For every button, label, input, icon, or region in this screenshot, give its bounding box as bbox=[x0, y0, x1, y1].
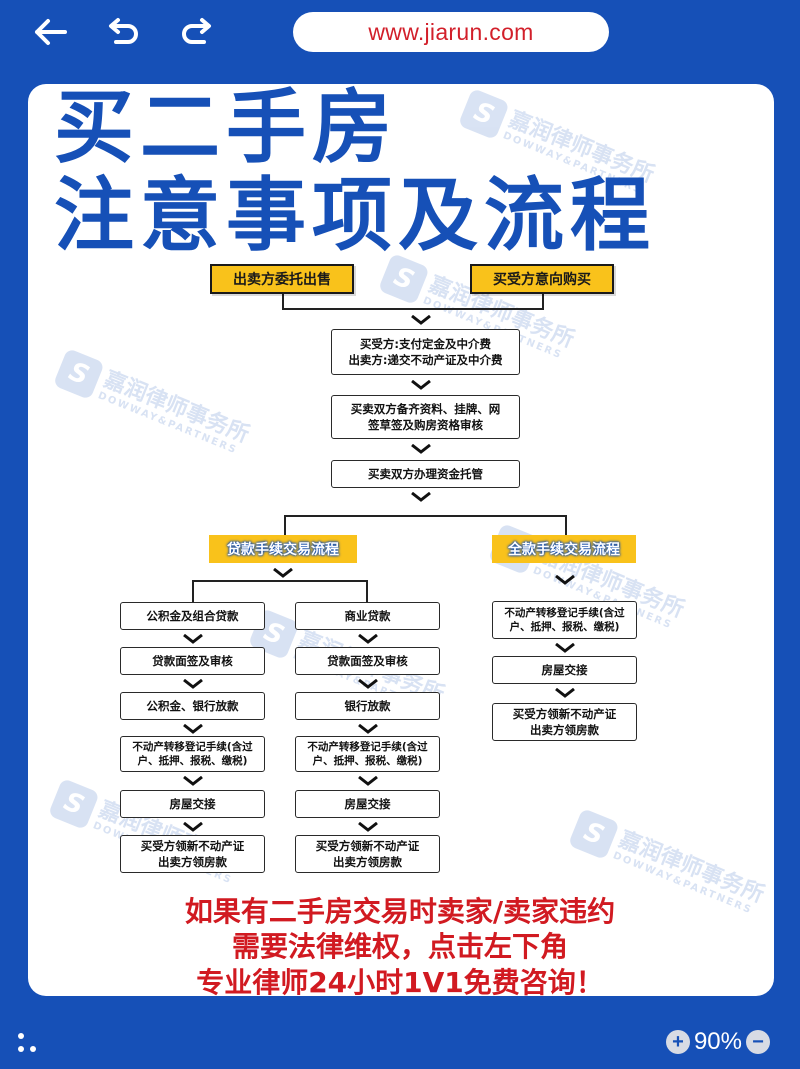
loan-process-header: 贷款手续交易流程 bbox=[209, 535, 357, 563]
loan-b-step2: 贷款面签及审核 bbox=[295, 647, 440, 675]
cta-line1[interactable]: 如果有二手房交易时卖家/卖家违约 bbox=[184, 895, 616, 928]
loan-a-step1: 公积金及组合贷款 bbox=[120, 602, 265, 630]
connector bbox=[366, 580, 368, 602]
chevron-down-icon bbox=[555, 575, 575, 585]
chevron-down-icon bbox=[183, 724, 203, 734]
cta-line3[interactable]: 专业律师24小时1V1免费咨询！ bbox=[196, 966, 604, 999]
chevron-down-icon bbox=[358, 634, 378, 644]
chevron-down-icon bbox=[183, 822, 203, 832]
watermark-logo-icon: S bbox=[567, 807, 620, 861]
chevron-down-icon bbox=[411, 492, 431, 502]
page-title-line1: 买二手房 bbox=[54, 81, 398, 174]
connector bbox=[284, 515, 286, 537]
zoom-out-icon[interactable]: − bbox=[746, 1030, 770, 1054]
chevron-down-icon bbox=[555, 643, 575, 653]
loan-b-step6: 买受方领新不动产证出卖方领房款 bbox=[295, 835, 440, 873]
cash-step3: 买受方领新不动产证出卖方领房款 bbox=[492, 703, 637, 741]
chevron-down-icon bbox=[358, 724, 378, 734]
watermark-logo-icon: S bbox=[457, 87, 510, 141]
connector bbox=[192, 580, 194, 602]
loan-b-step4: 不动产转移登记手续(含过户、抵押、报税、缴税) bbox=[295, 736, 440, 772]
chevron-down-icon bbox=[555, 688, 575, 698]
zoom-level: 90% bbox=[693, 1028, 742, 1055]
url-bar[interactable]: www.jiarun.com bbox=[293, 12, 609, 52]
buyer-start-box: 买受方意向购买 bbox=[470, 264, 614, 294]
step-deposit-box: 买受方:支付定金及中介费出卖方:递交不动产证及中介费 bbox=[331, 329, 520, 375]
undo-icon[interactable] bbox=[104, 14, 144, 50]
zoom-in-icon[interactable]: + bbox=[665, 1030, 690, 1054]
loan-b-step1: 商业贷款 bbox=[295, 602, 440, 630]
seller-start-box: 出卖方委托出售 bbox=[210, 264, 354, 294]
chevron-down-icon bbox=[183, 634, 203, 644]
loan-a-step4: 不动产转移登记手续(含过户、抵押、报税、缴税) bbox=[120, 736, 265, 772]
cash-step1: 不动产转移登记手续(含过户、抵押、报税、缴税) bbox=[492, 601, 637, 639]
loan-b-step5: 房屋交接 bbox=[295, 790, 440, 818]
loan-a-step5: 房屋交接 bbox=[120, 790, 265, 818]
page-title-line2: 注意事项及流程 bbox=[54, 169, 656, 262]
redo-icon[interactable] bbox=[176, 14, 216, 50]
step-documents-box: 买卖双方备齐资料、挂牌、网签草签及购房资格审核 bbox=[331, 395, 520, 439]
chevron-down-icon bbox=[183, 679, 203, 689]
connector bbox=[542, 290, 544, 309]
chevron-down-icon bbox=[411, 380, 431, 390]
connector bbox=[565, 515, 567, 537]
step-escrow-box: 买卖双方办理资金托管 bbox=[331, 460, 520, 488]
connector bbox=[282, 308, 544, 310]
chevron-down-icon bbox=[273, 568, 293, 578]
connector bbox=[282, 290, 284, 309]
chevron-down-icon bbox=[358, 776, 378, 786]
zoom-control: + 90% − bbox=[665, 1028, 770, 1056]
menu-dots-icon[interactable] bbox=[16, 1030, 42, 1056]
chevron-down-icon bbox=[183, 776, 203, 786]
chevron-down-icon bbox=[411, 315, 431, 325]
loan-a-step2: 贷款面签及审核 bbox=[120, 647, 265, 675]
watermark-logo-icon: S bbox=[52, 347, 105, 401]
chevron-down-icon bbox=[411, 444, 431, 454]
loan-a-step3: 公积金、银行放款 bbox=[120, 692, 265, 720]
cta-line2[interactable]: 需要法律维权，点击左下角 bbox=[231, 930, 568, 963]
chevron-down-icon bbox=[358, 679, 378, 689]
loan-a-step6: 买受方领新不动产证出卖方领房款 bbox=[120, 835, 265, 873]
url-text: www.jiarun.com bbox=[368, 18, 534, 45]
back-arrow-icon[interactable] bbox=[30, 14, 70, 50]
watermark-logo-icon: S bbox=[47, 777, 100, 831]
connector bbox=[284, 515, 567, 517]
cash-step2: 房屋交接 bbox=[492, 656, 637, 684]
connector bbox=[192, 580, 368, 582]
chevron-down-icon bbox=[358, 822, 378, 832]
loan-b-step3: 银行放款 bbox=[295, 692, 440, 720]
cash-process-header: 全款手续交易流程 bbox=[492, 535, 636, 563]
